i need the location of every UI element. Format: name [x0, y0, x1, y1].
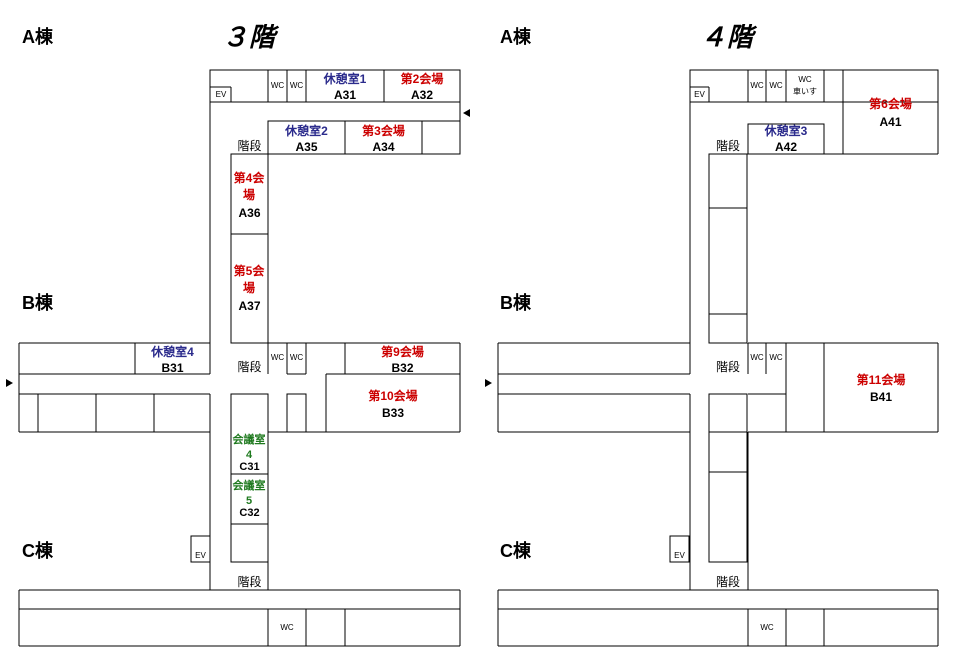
meeting-room-4-label: 会議室4 [232, 434, 266, 461]
restroom-label: WC [760, 623, 774, 632]
room-a41-code: A41 [879, 115, 902, 129]
building-b-label: B棟 [500, 293, 531, 313]
restroom-label: WC [289, 353, 304, 362]
stairs-label: 階段 [715, 575, 740, 589]
lounge-3-label: 休憩室3 [764, 124, 808, 138]
room-b33-code: B33 [381, 406, 404, 420]
lounge-1-label: 休憩室1 [323, 72, 367, 86]
restroom-label: WC [270, 81, 285, 90]
restroom-label: WC [769, 81, 783, 90]
hall-9-label: 第9会場 [381, 345, 424, 359]
hall-5-label: 第5会場 [233, 264, 265, 295]
floor-4-title: ４階 [700, 22, 755, 52]
stairs-label: 階段 [237, 575, 262, 589]
room-b31-code: B31 [161, 361, 184, 375]
room-a32-code: A32 [410, 88, 433, 102]
stairs-label: 階段 [237, 139, 262, 153]
building-c-label: C棟 [22, 541, 53, 561]
stairs-label: 階段 [237, 360, 262, 374]
hall-2-label: 第2会場 [400, 72, 444, 86]
stairs-label: 階段 [715, 360, 740, 374]
entrance-arrow-icon [463, 109, 470, 117]
building-b-label: B棟 [22, 293, 53, 313]
room-a42-code: A42 [774, 140, 797, 154]
room-c32-code: C32 [239, 507, 260, 519]
elevator-label: EV [694, 90, 705, 99]
stairs-label: 階段 [715, 139, 740, 153]
elevator-label: EV [195, 551, 206, 560]
floor-3-walls [18, 69, 461, 647]
elevator-label: EV [215, 90, 227, 99]
restroom-label: WC [270, 353, 285, 362]
room-b41-code: B41 [869, 390, 892, 404]
accessible-restroom-label: WC [798, 75, 812, 84]
restroom-label: WC [289, 81, 304, 90]
restroom-label: WC [750, 353, 764, 362]
meeting-room-5-label: 会議室5 [232, 480, 266, 507]
restroom-label: WC [750, 81, 764, 90]
room-a31-code: A31 [333, 88, 356, 102]
wheelchair-label: 車いす [793, 87, 817, 96]
lounge-2-label: 休憩室2 [285, 124, 328, 138]
hall-11-label: 第11会場 [856, 373, 906, 387]
entrance-arrow-icon [6, 379, 13, 387]
hall-3-label: 第3会場 [362, 124, 405, 138]
room-a35-code: A35 [295, 140, 318, 154]
room-b32-code: B32 [391, 361, 414, 375]
restroom-label: WC [280, 623, 294, 632]
lounge-4-label: 休憩室4 [151, 345, 194, 359]
building-c-label: C棟 [500, 541, 531, 561]
floor-4-walls [497, 69, 939, 647]
room-c31-code: C31 [239, 461, 260, 473]
building-a-label: A棟 [500, 27, 531, 47]
hall-6-label: 第6会場 [869, 97, 912, 111]
room-a36-code: A36 [238, 206, 261, 220]
elevator-label: EV [674, 551, 685, 560]
floor-3-title: ３階 [222, 22, 277, 52]
entrance-arrow-icon [485, 379, 492, 387]
building-a-label: A棟 [22, 27, 53, 47]
hall-10-label: 第10会場 [368, 389, 418, 403]
room-a37-code: A37 [238, 299, 261, 313]
hall-4-label: 第4会場 [233, 171, 265, 202]
restroom-label: WC [769, 353, 783, 362]
room-a34-code: A34 [372, 140, 395, 154]
